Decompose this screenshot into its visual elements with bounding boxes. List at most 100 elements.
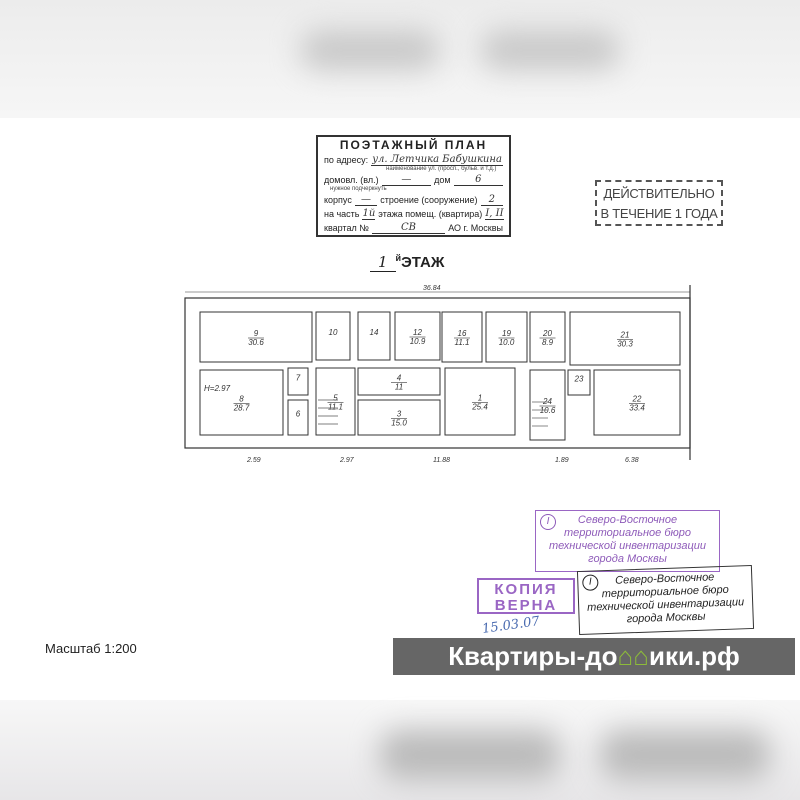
dom-value: 6	[453, 174, 503, 186]
blurred-background-top	[0, 0, 800, 118]
copy-certified-stamp: КОПИЯ ВЕРНА	[477, 578, 575, 614]
underline-hint: нужное подчеркнуть	[330, 186, 387, 192]
room-number: 21	[620, 331, 630, 340]
room-number: 1	[478, 394, 482, 403]
room-number: 24	[542, 397, 552, 406]
room-number: 4	[397, 374, 402, 383]
dimension-label: 6.38	[625, 457, 639, 464]
room-8	[199, 369, 284, 436]
chast-label: на часть	[324, 209, 360, 219]
stairs	[318, 399, 548, 427]
blurred-shape	[480, 30, 620, 70]
address-hint: наименование ул. (просп., бульв. и т.д.)	[386, 166, 497, 172]
blurred-shape	[600, 730, 770, 780]
stamp-line-1: Северо-Восточное	[577, 514, 678, 526]
room-area: 15.0	[391, 419, 407, 428]
room-number: 20	[542, 329, 552, 338]
dimension-label: 2.59	[246, 457, 261, 464]
room-19	[485, 311, 528, 363]
okrug-value: СВ	[371, 222, 446, 234]
address-label: по адресу:	[324, 155, 369, 165]
dimension-label: 2.97	[339, 457, 355, 464]
watermark-banner: Квартиры-до⌂⌂ики.рф	[393, 638, 795, 675]
stroenie-value: 2	[480, 194, 503, 206]
stamp-line-2: территориальное бюро	[563, 527, 692, 539]
room-number: 16	[458, 329, 467, 338]
chast-value: 1й	[362, 208, 376, 220]
bti-stamp-black: I Северо-Восточное территориальное бюро …	[576, 564, 755, 636]
stroenie-label: строение (сооружение)	[380, 195, 478, 205]
room-number: 7	[296, 374, 301, 383]
room-12	[394, 311, 441, 361]
room-number: 3	[397, 410, 402, 419]
room-area: 10.6	[540, 406, 556, 415]
floor-word: ЭТАЖ	[401, 254, 445, 271]
height-note: H=2.97	[204, 384, 231, 393]
etazha-label: этажа помещ. (квартира)	[378, 209, 483, 219]
blurred-shape	[300, 30, 440, 70]
floor-suffix: й	[395, 253, 402, 263]
room-area: 10.0	[499, 338, 515, 347]
room-area: 30.3	[617, 340, 633, 349]
watermark-text-end: ики.рф	[648, 641, 740, 671]
overall-length: 36.84	[423, 285, 441, 292]
room-area: 8.9	[542, 338, 554, 347]
room-number: 5	[333, 394, 338, 403]
address-value: ул. Летчика Бабушкина	[371, 154, 503, 166]
blurred-background-bottom	[0, 700, 800, 800]
validity-stamp: ДЕЙСТВИТЕЛЬНО В ТЕЧЕНИЕ 1 ГОДА	[595, 180, 723, 226]
dimension-label: 1.89	[555, 457, 569, 464]
blurred-shape	[380, 730, 560, 780]
korpus-value: —	[354, 194, 378, 206]
kopia-line-1: КОПИЯ	[494, 581, 558, 598]
room-number: 10	[329, 328, 338, 337]
kvartira-value: I, II	[485, 208, 504, 220]
room-area: 28.7	[233, 404, 250, 413]
room-4	[357, 367, 441, 396]
room-3	[357, 399, 441, 436]
floor-plan-header-stamp: ПОЭТАЖНЫЙ ПЛАН по адресу:ул. Летчика Баб…	[316, 135, 511, 237]
scale-label: Масштаб 1:200	[45, 641, 137, 656]
room-area: 30.6	[248, 338, 264, 347]
room-14	[357, 311, 391, 361]
room-7	[287, 367, 309, 396]
room-9	[199, 311, 313, 363]
room-number: 14	[370, 328, 379, 337]
room-area: 11.1	[455, 338, 470, 347]
domovl-value: —	[381, 174, 432, 186]
room-23	[567, 369, 591, 396]
room-number: 9	[254, 329, 259, 338]
room-number: 12	[413, 328, 422, 337]
validity-line-1: ДЕЙСТВИТЕЛЬНО	[603, 186, 715, 201]
room-1	[444, 367, 516, 436]
room-21	[569, 311, 681, 366]
domovl-label: домовл. (вл.)	[324, 175, 379, 185]
ao-label: АО г. Москвы	[448, 223, 503, 233]
kvartal-label: квартал №	[324, 223, 369, 233]
room-6	[287, 399, 309, 436]
room-area: 33.4	[629, 404, 645, 413]
stamp-line-4: города Москвы	[588, 553, 667, 565]
korpus-label: корпус	[324, 195, 352, 205]
document-title: ПОЭТАЖНЫЙ ПЛАН	[339, 138, 488, 152]
validity-line-2: В ТЕЧЕНИЕ 1 ГОДА	[600, 206, 718, 221]
floor-number: 1	[370, 253, 396, 272]
room-number: 6	[296, 410, 301, 419]
room-10	[315, 311, 351, 361]
stamp-number: I	[540, 514, 556, 530]
house-logo-icon: ⌂⌂	[617, 641, 649, 671]
kopia-line-2: ВЕРНА	[494, 597, 558, 614]
room-area: 25.4	[471, 403, 488, 412]
room-20	[529, 311, 566, 363]
dom-label: дом	[434, 175, 451, 185]
room-area: 11.1	[328, 403, 343, 412]
room-area: 11	[395, 383, 403, 392]
bti-stamp-purple: I Северо-Восточное территориальное бюро …	[535, 510, 720, 572]
room-22	[593, 369, 681, 436]
room-24	[529, 369, 566, 441]
watermark-text-start: Квартиры-до	[448, 641, 618, 671]
room-number: 23	[574, 375, 584, 384]
room-16	[441, 311, 483, 363]
